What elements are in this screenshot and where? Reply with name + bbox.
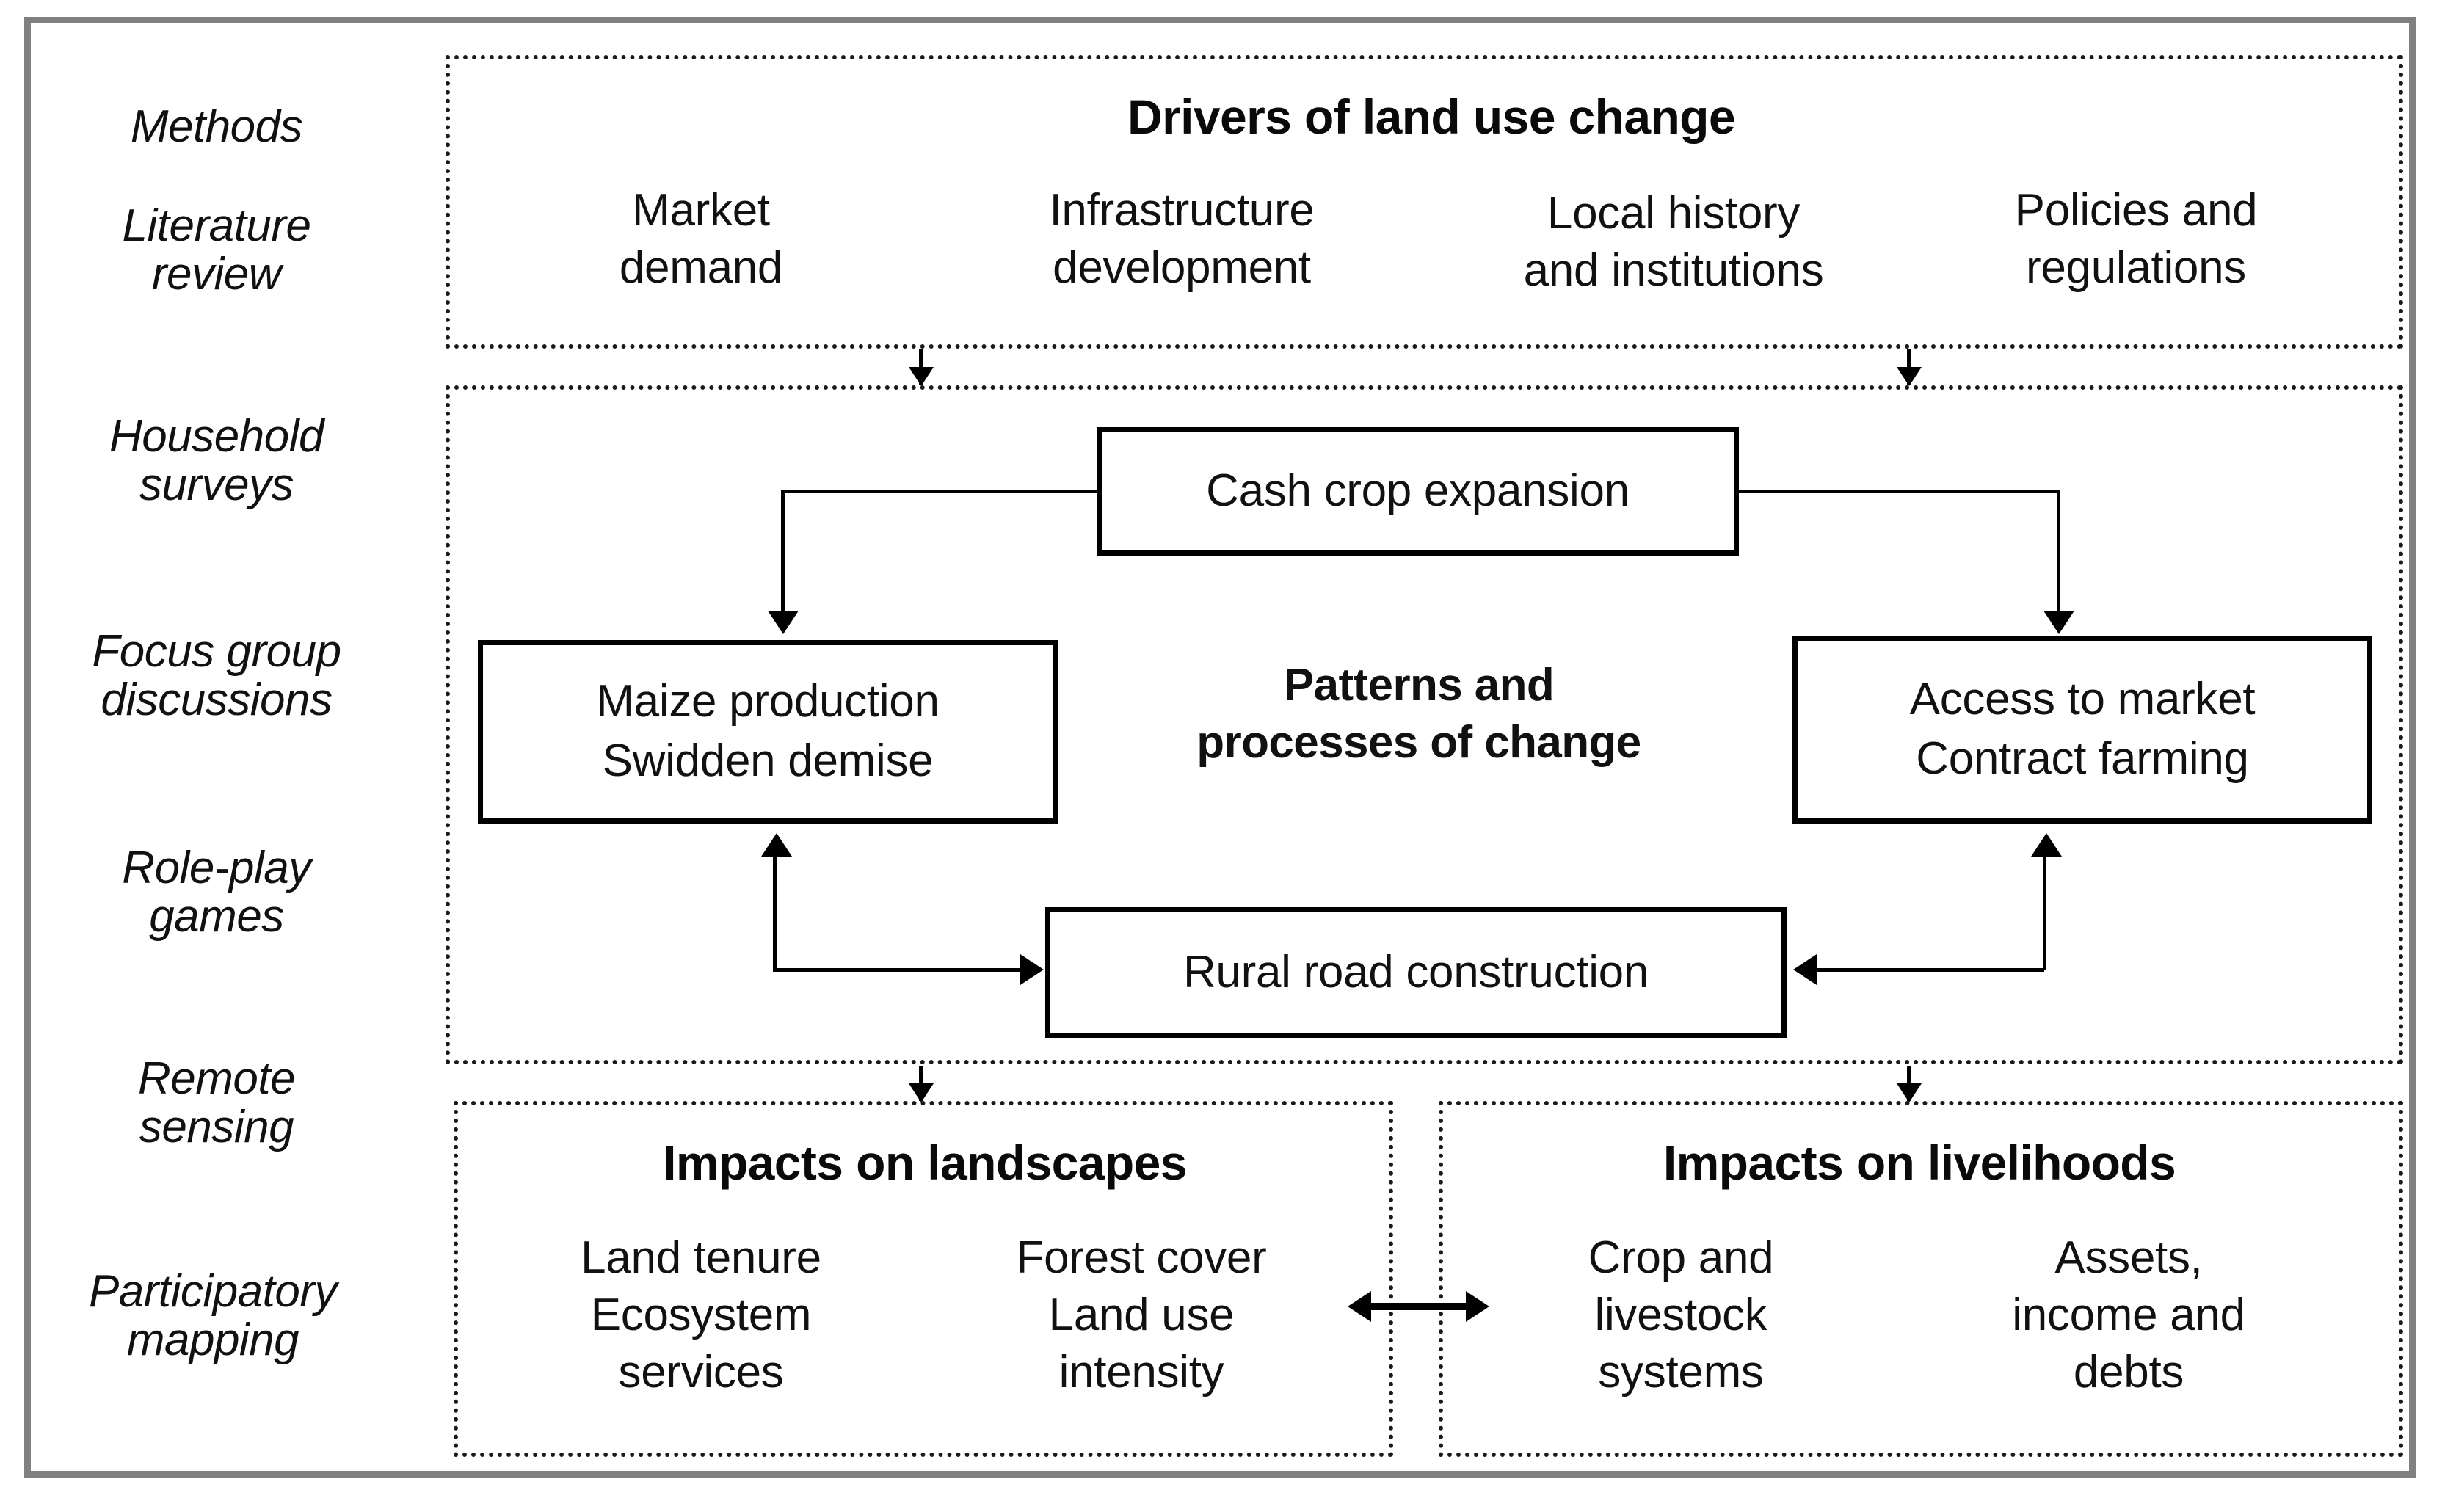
impacts-livelihoods-col-left: Crop and livestock systems <box>1588 1232 1774 1398</box>
driver-item-infrastructure-development: Infrastructure development <box>1049 185 1315 294</box>
drivers-title: Drivers of land use change <box>1127 90 1736 144</box>
processes-title: Patterns and processes of change <box>1196 660 1641 768</box>
arrow-processes-to-landscapes <box>909 1083 934 1102</box>
node-maize-production: Maize production Swidden demise <box>478 640 1058 824</box>
method-label-literature-review: Literature review <box>122 200 311 300</box>
node-access-to-market: Access to market Contract farming <box>1792 636 2372 824</box>
impacts-landscapes-container <box>454 1101 1393 1457</box>
node-market-line-1: Access to market <box>1909 674 2256 725</box>
connector-cashcrop-right-vertical <box>2057 490 2060 620</box>
method-label-methods: Methods <box>130 101 303 152</box>
driver-item-local-history-institutions: Local history and institutions <box>1523 188 1824 297</box>
arrow-drivers-to-processes-left <box>909 367 934 386</box>
node-rural-road-construction: Rural road construction <box>1045 907 1787 1038</box>
driver-item-market-demand: Market demand <box>619 185 783 294</box>
node-cash-crop-expansion-label: Cash crop expansion <box>1206 465 1630 517</box>
arrow-landscapes-to-livelihoods <box>1466 1291 1489 1322</box>
method-label-remote-sensing: Remote sensing <box>137 1053 296 1153</box>
impacts-livelihoods-col-right: Assets, income and debts <box>2012 1232 2245 1398</box>
connector-market-road-vertical <box>2043 854 2046 970</box>
impacts-livelihoods-title: Impacts on livelihoods <box>1663 1135 2176 1190</box>
arrow-cashcrop-to-market <box>2043 611 2074 634</box>
impacts-landscapes-col-left: Land tenure Ecosystem services <box>581 1232 821 1398</box>
method-label-focus-group-discussions: Focus group discussions <box>92 626 341 726</box>
method-label-participatory-mapping: Participatory mapping <box>88 1266 338 1366</box>
node-market-line-2: Contract farming <box>1916 733 2249 784</box>
node-maize-line-1: Maize production <box>596 676 940 727</box>
driver-item-policies-regulations: Policies and regulations <box>2014 185 2258 294</box>
node-cash-crop-expansion: Cash crop expansion <box>1097 427 1739 556</box>
connector-cashcrop-left-vertical <box>781 490 785 620</box>
connector-maize-road-vertical <box>773 854 777 970</box>
node-maize-line-2: Swidden demise <box>602 735 934 786</box>
arrow-maize-to-road <box>1020 954 1044 985</box>
arrow-drivers-to-processes-right <box>1897 367 1922 386</box>
connector-market-road-horizontal <box>1817 968 2044 972</box>
method-label-household-surveys: Household surveys <box>109 411 324 511</box>
impacts-livelihoods-container <box>1439 1101 2403 1457</box>
method-label-role-play-games: Role-play games <box>122 843 311 942</box>
arrow-livelihoods-to-landscapes <box>1348 1291 1371 1322</box>
connector-cashcrop-right-horizontal <box>1737 490 2060 493</box>
processes-container <box>446 385 2403 1064</box>
arrow-cashcrop-to-maize <box>768 611 799 634</box>
arrow-road-to-maize <box>761 833 792 857</box>
node-rural-road-label: Rural road construction <box>1182 946 1649 997</box>
drivers-container <box>446 55 2403 349</box>
connector-cashcrop-left-horizontal <box>781 490 1098 493</box>
arrow-road-to-market <box>2031 833 2062 857</box>
impacts-landscapes-col-right: Forest cover Land use intensity <box>1016 1232 1267 1398</box>
impacts-landscapes-title: Impacts on landscapes <box>663 1135 1187 1190</box>
connector-maize-road-horizontal <box>773 968 1022 972</box>
connector-landscapes-livelihoods-line <box>1368 1303 1467 1310</box>
arrow-processes-to-livelihoods <box>1897 1083 1922 1102</box>
arrow-road-inbound-from-market <box>1793 954 1817 985</box>
